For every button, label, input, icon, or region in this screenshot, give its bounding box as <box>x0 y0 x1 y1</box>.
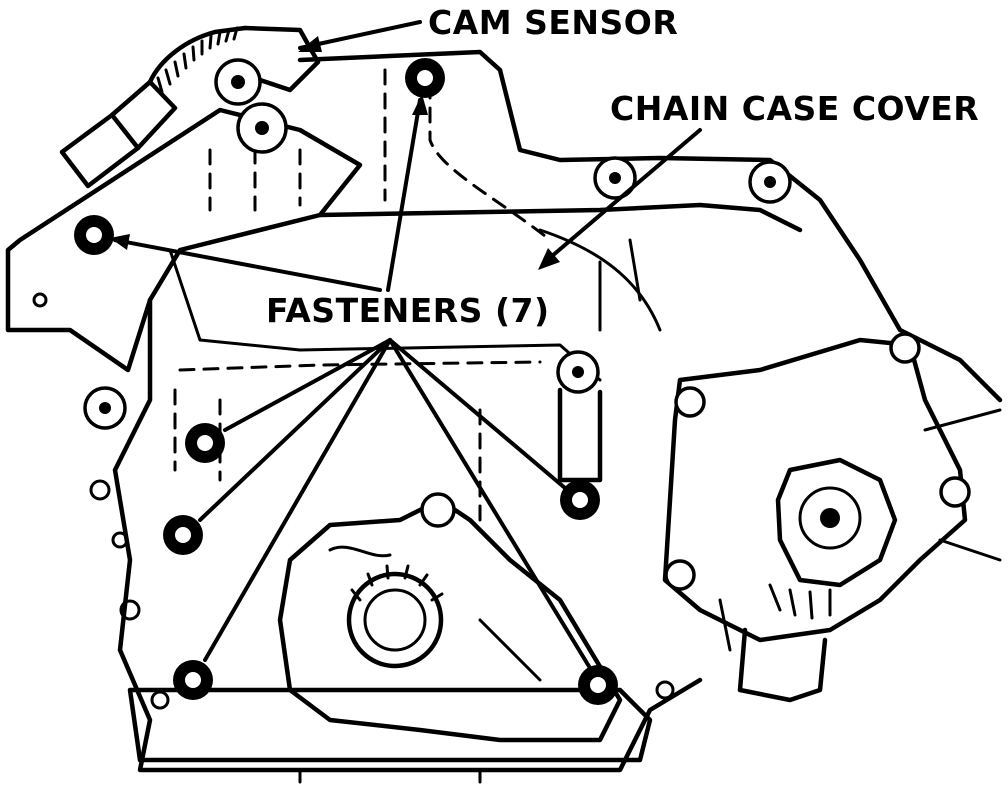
mounting-bracket <box>5 107 363 373</box>
bolt-icon <box>560 480 600 520</box>
oil-pump-icon <box>127 492 675 784</box>
bolt-icon <box>578 665 618 705</box>
bolt-icon <box>74 215 114 255</box>
fasteners-group <box>74 58 618 705</box>
cam-sensor-icon <box>59 20 422 189</box>
bolt-icon <box>185 423 225 463</box>
fasteners-label: FASTENERS (7) <box>262 294 554 327</box>
bolt-icon <box>163 515 203 555</box>
cam-sensor-label: CAM SENSOR <box>424 6 683 39</box>
bolt-icon <box>173 660 213 700</box>
chain-case-leader <box>538 128 702 270</box>
chain-case-cover-label: CHAIN CASE COVER <box>606 92 984 125</box>
water-pump-icon <box>662 332 1002 703</box>
chain-case-cover <box>83 49 1003 773</box>
bolt-icon <box>405 58 445 98</box>
fastener-leader-lines <box>110 94 592 670</box>
